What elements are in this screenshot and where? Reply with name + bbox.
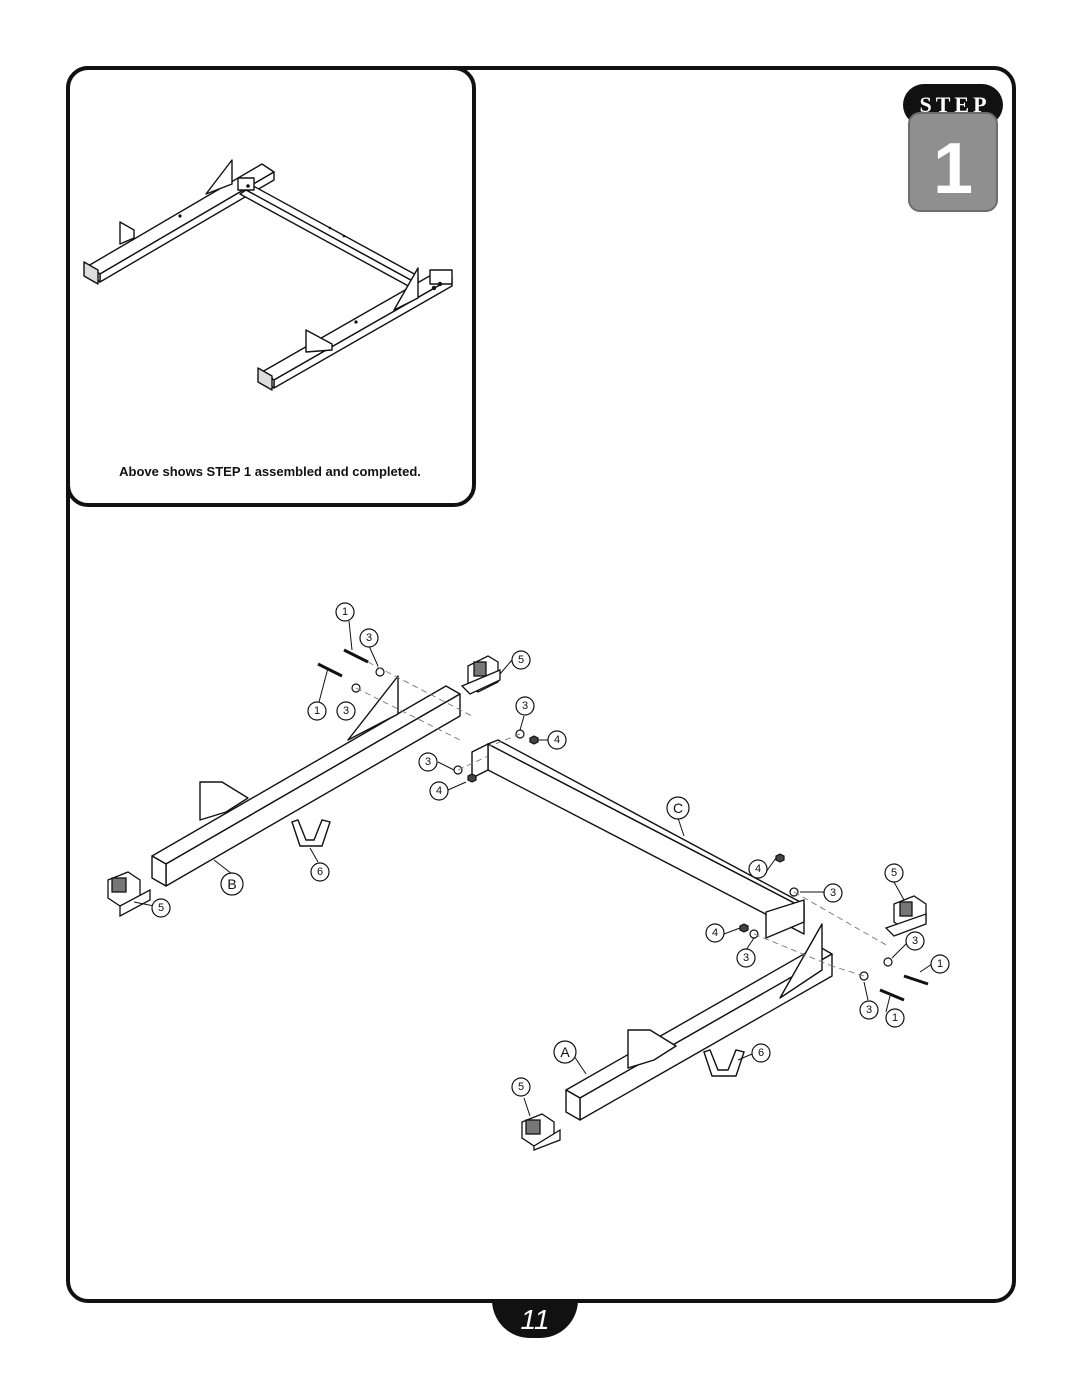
callout-label: 3 [425, 756, 431, 768]
callout-part-3: 3 [336, 701, 356, 721]
callout-part-3: 3 [823, 883, 843, 903]
callout-label: 3 [522, 700, 528, 712]
callout-part-4: 4 [547, 730, 567, 750]
callout-part-1: 1 [930, 954, 950, 974]
callout-label: 1 [892, 1012, 898, 1024]
callout-label: 4 [712, 927, 718, 939]
callout-label: 3 [743, 952, 749, 964]
callout-part-3: 3 [359, 628, 379, 648]
callout-label: 3 [830, 887, 836, 899]
callout-label: 3 [366, 632, 372, 644]
callout-label: 6 [317, 866, 323, 878]
callout-part-6: 6 [751, 1043, 771, 1063]
callout-label: 3 [343, 705, 349, 717]
callout-label: C [673, 800, 683, 816]
callout-part-1: 1 [335, 602, 355, 622]
callout-part-c: C [666, 796, 690, 820]
callout-label: A [560, 1044, 570, 1060]
callout-label: 1 [314, 705, 320, 717]
step-number: 1 [932, 129, 974, 209]
preview-caption: Above shows STEP 1 assembled and complet… [119, 464, 421, 479]
callout-label: 4 [755, 863, 761, 875]
callout-part-3: 3 [418, 752, 438, 772]
page-number: 11 [520, 1304, 550, 1335]
callout-label: 5 [518, 654, 524, 666]
callout-part-b: B [220, 872, 244, 896]
callout-part-5: 5 [511, 1077, 531, 1097]
callout-part-3: 3 [515, 696, 535, 716]
step-number-box [908, 112, 998, 212]
callout-part-1: 1 [307, 701, 327, 721]
callout-part-4: 4 [748, 859, 768, 879]
callout-label: 6 [758, 1047, 764, 1059]
callout-label: 1 [342, 606, 348, 618]
callout-label: 4 [436, 785, 442, 797]
callout-part-1: 1 [885, 1008, 905, 1028]
callout-label: B [227, 876, 236, 892]
callout-label: 1 [937, 958, 943, 970]
callout-part-3: 3 [859, 1000, 879, 1020]
callout-label: 3 [866, 1004, 872, 1016]
callout-part-4: 4 [429, 781, 449, 801]
callout-label: 5 [518, 1081, 524, 1093]
callout-part-3: 3 [736, 948, 756, 968]
callout-part-a: A [553, 1040, 577, 1064]
callout-label: 5 [158, 902, 164, 914]
callout-label: 3 [912, 935, 918, 947]
callout-label: 5 [891, 867, 897, 879]
callout-part-3: 3 [905, 931, 925, 951]
callout-part-5: 5 [511, 650, 531, 670]
callout-part-4: 4 [705, 923, 725, 943]
callout-part-6: 6 [310, 862, 330, 882]
callout-part-5: 5 [151, 898, 171, 918]
callout-label: 4 [554, 734, 560, 746]
callout-part-5: 5 [884, 863, 904, 883]
